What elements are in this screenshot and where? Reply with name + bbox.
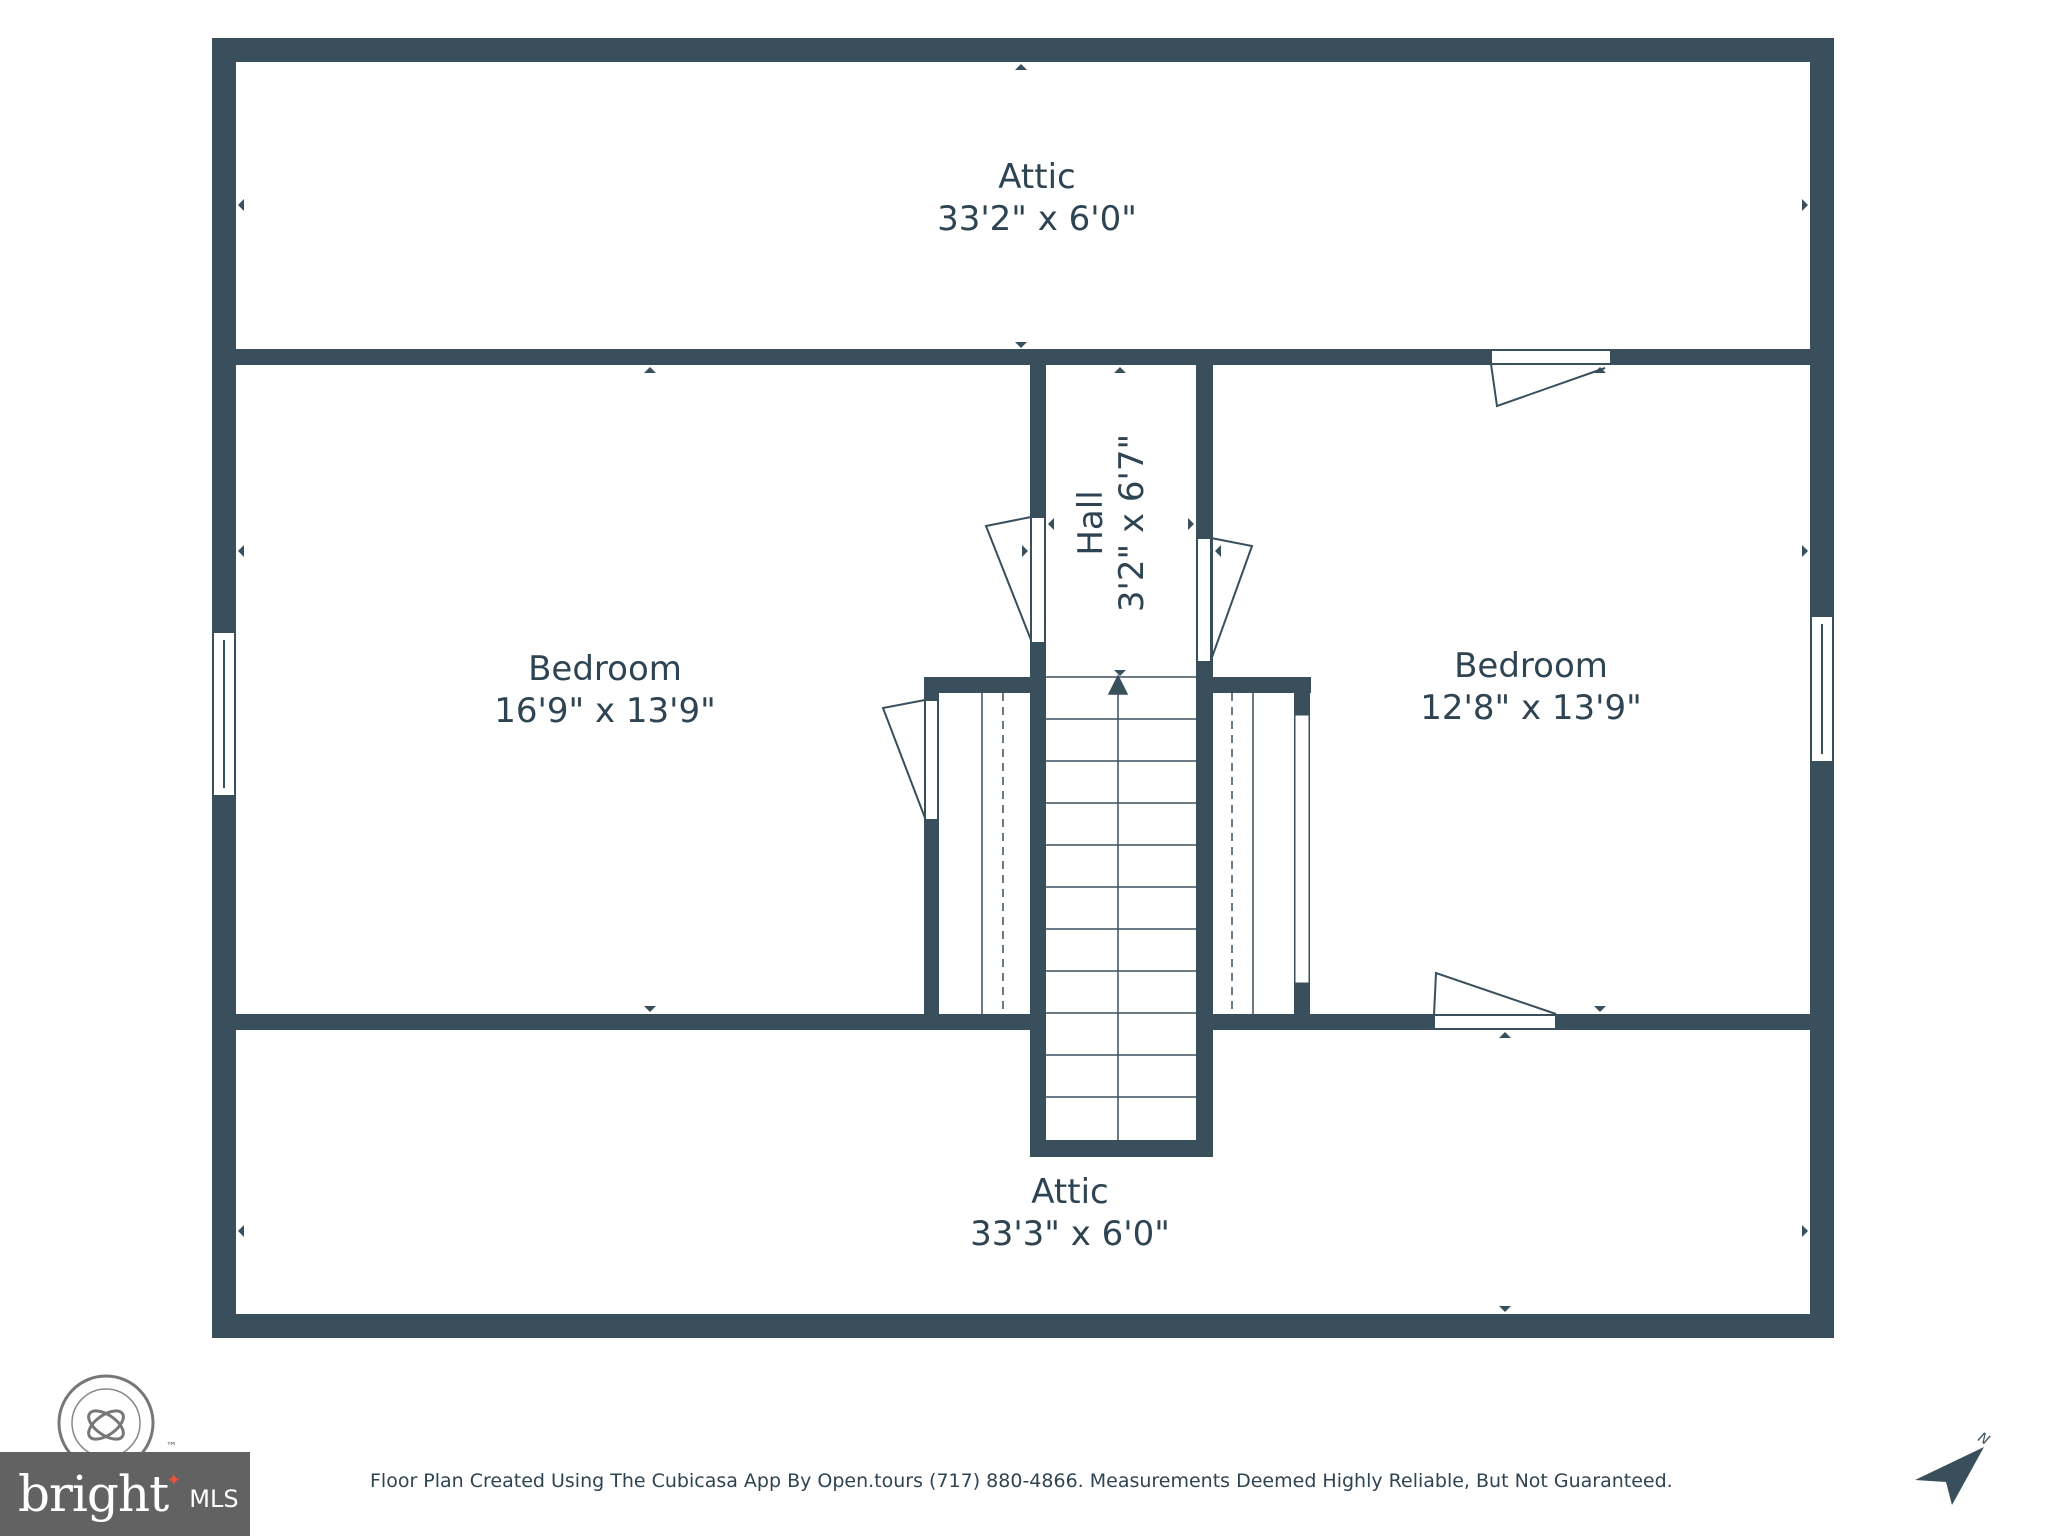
bedroom-right-name: Bedroom xyxy=(1454,646,1608,686)
marker-right-icon xyxy=(1802,199,1808,211)
bright-wordmark: bright xyxy=(18,1465,169,1523)
marker-up-icon xyxy=(1114,367,1126,373)
outer-wall-bottom xyxy=(212,1314,1834,1338)
compass-arrow-icon: N xyxy=(1915,1430,1993,1505)
doors xyxy=(881,349,1612,1030)
bright-star-icon: ✦ xyxy=(166,1469,182,1491)
hall-wall-left xyxy=(1030,365,1046,1155)
hall-name: Hall xyxy=(1071,490,1111,555)
marker-down-icon xyxy=(1499,1306,1511,1312)
marker-left-icon xyxy=(1048,518,1054,530)
marker-up-icon xyxy=(1594,367,1606,373)
marker-right-icon xyxy=(1188,518,1194,530)
closet-right-top xyxy=(1213,677,1311,693)
door-opening-right-bedroom-top xyxy=(1490,349,1612,365)
room-labels: Attic 33'2" x 6'0" Bedroom 16'9" x 13'9"… xyxy=(494,157,1642,1254)
marker-left-icon xyxy=(238,1225,244,1237)
bedroom-left-name: Bedroom xyxy=(528,649,682,689)
marker-right-icon xyxy=(1802,1225,1808,1237)
marker-right-icon xyxy=(1022,545,1028,557)
hall-wall-right xyxy=(1196,365,1213,1155)
door-opening-left-closet xyxy=(924,699,939,821)
door-swing-right-bedroom-hall xyxy=(1210,537,1254,661)
marker-up-icon xyxy=(1499,1032,1511,1038)
door-opening-right-closet xyxy=(1294,714,1310,984)
marker-left-icon xyxy=(1215,545,1221,557)
marker-left-icon xyxy=(238,545,244,557)
hall-size: 3'2" x 6'7" xyxy=(1112,434,1152,612)
hall-wall-bottom xyxy=(1030,1140,1213,1157)
dimension-markers xyxy=(238,64,1808,1312)
windows xyxy=(212,615,1834,797)
marker-down-icon xyxy=(644,1006,656,1012)
wall-attic-bottom-divider-left xyxy=(236,1014,1030,1030)
wall-attic-top-divider xyxy=(236,349,1810,365)
door-swing-left-closet xyxy=(881,699,926,819)
stairs xyxy=(1046,674,1196,1140)
door-swing-left-bedroom-hall xyxy=(984,516,1032,641)
outer-wall-top xyxy=(212,38,1834,62)
marker-down-icon xyxy=(1594,1006,1606,1012)
door-swing-right-bedroom-top xyxy=(1490,363,1606,408)
attic-top-name: Attic xyxy=(998,157,1075,197)
marker-left-icon xyxy=(238,199,244,211)
marker-up-icon xyxy=(1015,64,1027,70)
attic-bottom-size: 33'3" x 6'0" xyxy=(970,1214,1170,1254)
closet-left-top xyxy=(924,677,1030,693)
attic-top-size: 33'2" x 6'0" xyxy=(937,199,1137,239)
door-opening-left-bedroom-hall xyxy=(1030,516,1046,644)
bedroom-left-size: 16'9" x 13'9" xyxy=(494,691,716,731)
attic-bottom-name: Attic xyxy=(1031,1172,1108,1212)
door-opening-right-bedroom-hall xyxy=(1196,537,1212,663)
door-swing-attic-bottom xyxy=(1433,971,1557,1016)
stairs-direction-arrow-icon xyxy=(1107,674,1129,695)
footer-credit: Floor Plan Created Using The Cubicasa Ap… xyxy=(370,1470,1673,1492)
marker-down-icon xyxy=(1114,670,1126,676)
marker-right-icon xyxy=(1802,545,1808,557)
trademark-symbol: ™ xyxy=(166,1440,177,1453)
compass-north-label: N xyxy=(1975,1430,1993,1449)
bright-mls-badge: bright ✦ MLS xyxy=(0,1452,250,1536)
door-opening-attic-bottom xyxy=(1433,1014,1557,1030)
closet-shelves xyxy=(981,693,1254,1014)
bedroom-right-size: 12'8" x 13'9" xyxy=(1420,688,1642,728)
marker-up-icon xyxy=(644,367,656,373)
mls-wordmark: MLS xyxy=(189,1485,239,1513)
marker-down-icon xyxy=(1015,342,1027,348)
